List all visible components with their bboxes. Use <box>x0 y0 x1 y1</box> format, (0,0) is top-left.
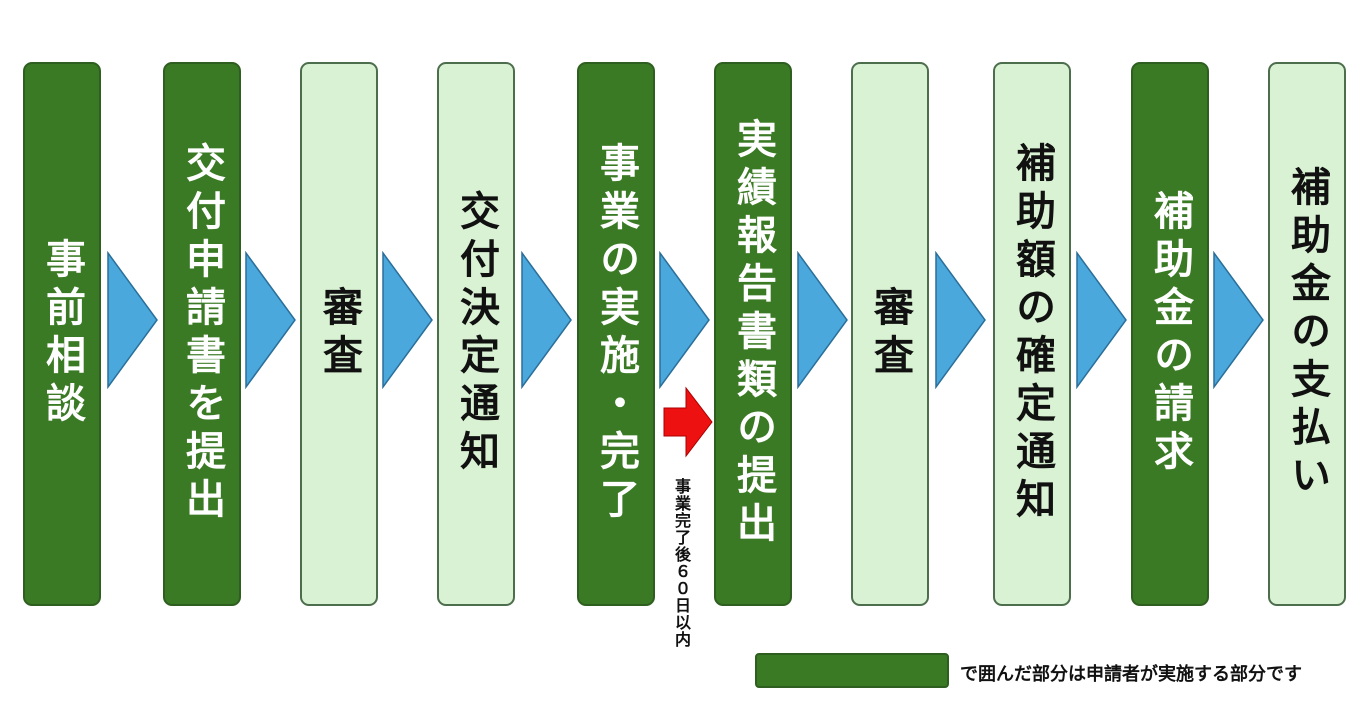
legend-text: で囲んだ部分は申請者が実施する部分です <box>960 664 1302 685</box>
step-label: 事業の実施・完了 <box>593 142 639 526</box>
flow-arrow-icon <box>935 251 986 389</box>
step-pre-consultation: 事前相談 <box>23 62 101 606</box>
step-label: 補助額の確定通知 <box>1009 142 1055 526</box>
flow-arrow-icon <box>521 251 572 389</box>
flow-arrow-icon <box>1076 251 1127 389</box>
step-submit-report: 実績報告書類の提出 <box>714 62 792 606</box>
deadline-arrow-icon <box>663 386 713 458</box>
step-subsidy-payment: 補助金の支払い <box>1268 62 1346 606</box>
step-label: 交付申請書を提出 <box>179 142 225 526</box>
step-label: 補助金の請求 <box>1147 190 1193 478</box>
step-label: 補助金の支払い <box>1284 166 1330 502</box>
step-label: 実績報告書類の提出 <box>730 118 776 550</box>
step-label: 事前相談 <box>39 238 85 430</box>
legend-swatch <box>755 653 949 688</box>
step-label: 審査 <box>867 286 913 382</box>
step-amount-confirmation: 補助額の確定通知 <box>993 62 1071 606</box>
step-label: 交付決定通知 <box>453 190 499 478</box>
step-label: 審査 <box>316 286 362 382</box>
flow-arrow-icon <box>797 251 848 389</box>
step-grant-decision-notice: 交付決定通知 <box>437 62 515 606</box>
step-project-execution: 事業の実施・完了 <box>577 62 655 606</box>
flow-arrow-icon <box>382 251 433 389</box>
step-submit-application: 交付申請書を提出 <box>163 62 241 606</box>
flow-arrow-icon <box>245 251 296 389</box>
flow-arrow-icon <box>659 251 710 389</box>
step-review: 審査 <box>300 62 378 606</box>
flow-arrow-icon <box>107 251 158 389</box>
step-subsidy-request: 補助金の請求 <box>1131 62 1209 606</box>
flow-arrow-icon <box>1213 251 1264 389</box>
step-review-2: 審査 <box>851 62 929 606</box>
deadline-note: 事業完了後６０日以内 <box>672 478 691 648</box>
